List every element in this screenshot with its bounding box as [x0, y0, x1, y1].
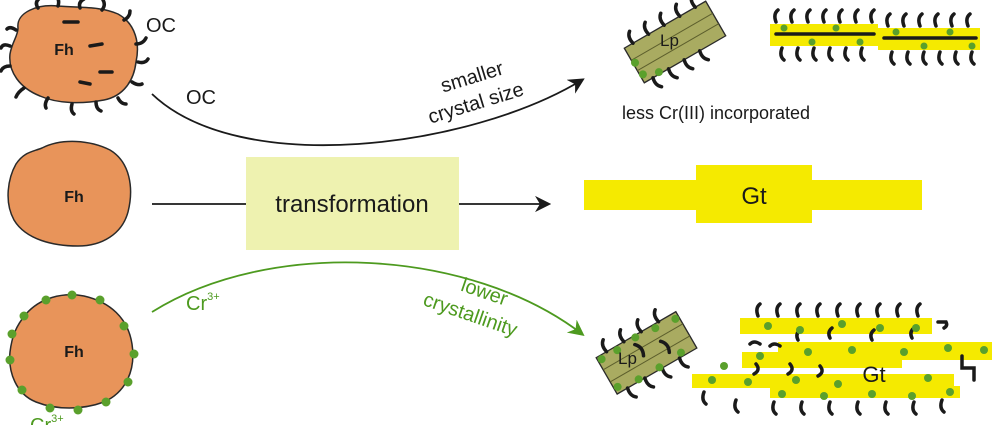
bottom-row: Fh Cr3+ Cr3+ lower crystallinity Lp: [5, 261, 992, 425]
gt-label-bottom: Gt: [862, 362, 885, 387]
middle-row: Fh transformation Gt: [7, 140, 922, 250]
cr-curved-arrow: [151, 261, 585, 336]
cr-dots-particle: [5, 290, 139, 415]
gt-crystal-cr: [692, 302, 992, 416]
transformation-box: [246, 157, 459, 250]
top-row: Fh OC OC smaller crystal size Lp: [0, 0, 980, 147]
gt-crystal: [584, 165, 922, 223]
smaller-crystal-size-annotation: smaller crystal size: [426, 57, 527, 128]
fh-particle-plain: [7, 140, 132, 247]
fh-label: Fh: [54, 42, 74, 59]
transformation-label: transformation: [275, 191, 428, 218]
gt-rods-oc: [770, 8, 980, 66]
cr-label-below-particle: Cr3+: [30, 413, 64, 425]
lp-label-bottom: Lp: [618, 349, 637, 368]
result-note: less Cr(III) incorporated: [622, 103, 810, 123]
fh-label: Fh: [64, 344, 84, 361]
lower-crystallinity-annotation: lower crystallinity: [420, 274, 520, 341]
oc-strands: [0, 0, 150, 116]
cr-arrow-label: Cr3+: [186, 291, 220, 315]
fh-particle-oc: Fh: [0, 0, 150, 116]
fh-label: Fh: [64, 189, 84, 206]
fh-particle-shape: [9, 4, 139, 104]
lp-label-top: Lp: [660, 31, 679, 50]
lp-crystal-oc: [623, 0, 727, 89]
oc-curved-arrow: [151, 78, 585, 147]
oc-arrow-label: OC: [186, 87, 216, 109]
oc-label-particle: OC: [146, 15, 176, 37]
gt-label: Gt: [741, 183, 767, 210]
lp-crystal-cr: [595, 308, 698, 399]
